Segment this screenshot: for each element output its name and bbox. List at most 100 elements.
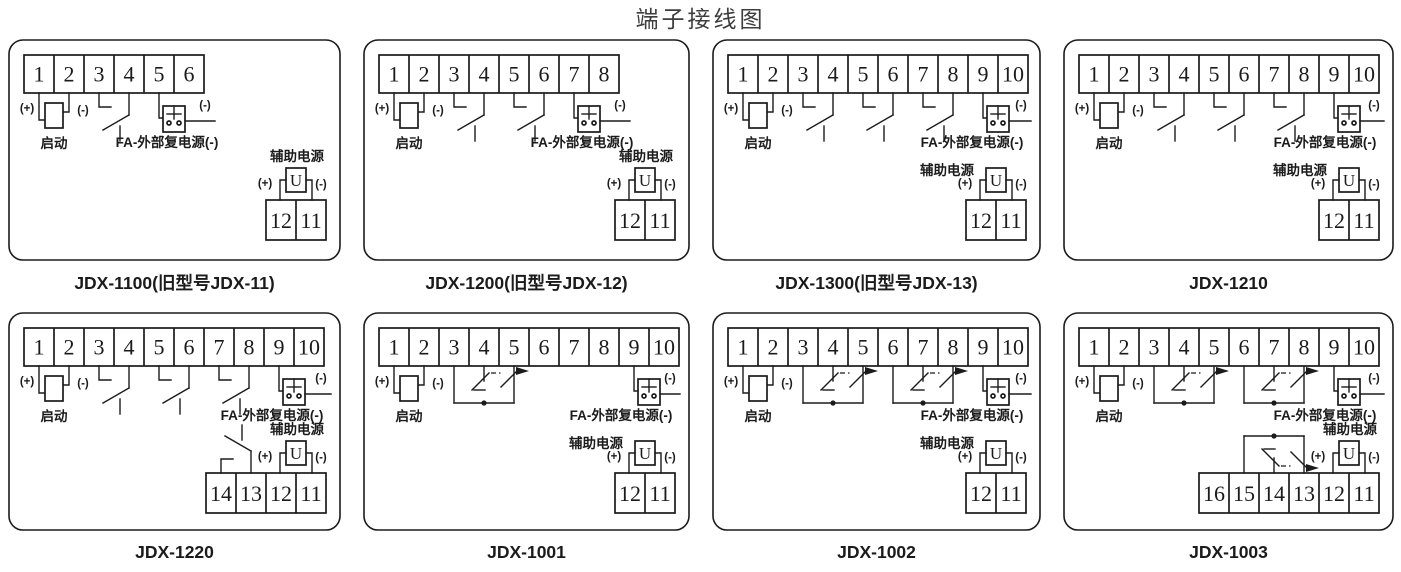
fa-contact-circle xyxy=(641,393,647,399)
wire xyxy=(38,365,46,394)
wire xyxy=(279,452,287,474)
contact-blade xyxy=(849,369,868,388)
contact-blade xyxy=(102,114,130,131)
terminal-number: 4 xyxy=(1179,62,1190,87)
wire xyxy=(98,365,112,381)
terminal-number: 10 xyxy=(653,335,675,360)
terminal-number: 12 xyxy=(970,208,992,233)
terminal-number: 5 xyxy=(154,335,165,360)
contact-blade xyxy=(1261,372,1280,391)
terminal-number: 12 xyxy=(970,481,992,506)
panel-title: JDX-1002 xyxy=(837,542,916,562)
terminal-number: 12 xyxy=(270,481,292,506)
panel-frame xyxy=(363,312,690,531)
fa-minus-label: (-) xyxy=(315,373,327,385)
fa-minus-label: (-) xyxy=(1015,373,1027,385)
start-label: 启动 xyxy=(1096,135,1124,151)
wire xyxy=(98,92,112,108)
wire xyxy=(766,365,774,386)
wire xyxy=(305,179,313,201)
contact-blade xyxy=(1290,369,1309,388)
wire xyxy=(1005,452,1013,474)
contact-blade xyxy=(1157,114,1185,131)
terminal-number: 2 xyxy=(64,62,75,87)
aux-plus-label: (+) xyxy=(958,451,973,463)
panel-title: JDX-1300(旧型号JDX-13) xyxy=(775,273,977,293)
no-contact xyxy=(98,92,130,142)
terminal-number: 5 xyxy=(509,62,520,87)
aux-power-label: 辅助电源 xyxy=(920,435,974,451)
fa-contact-circle xyxy=(1351,393,1357,399)
wire xyxy=(1333,365,1339,392)
fa-contact-circle xyxy=(286,393,292,399)
no-contact xyxy=(862,92,894,142)
start-minus-label: (-) xyxy=(432,378,444,390)
terminal-number: 5 xyxy=(858,335,869,360)
terminal-number: 6 xyxy=(1239,62,1250,87)
terminal-number: 7 xyxy=(1269,335,1280,360)
wire xyxy=(453,92,467,108)
terminal-number: 11 xyxy=(1353,208,1374,233)
panel-title: JDX-1210 xyxy=(1189,273,1268,293)
terminal-number: 8 xyxy=(244,335,255,360)
fa-contact-circle xyxy=(176,120,182,126)
motion-arrow-icon xyxy=(955,367,968,375)
wire xyxy=(158,365,172,381)
terminal-number: 12 xyxy=(619,481,641,506)
fa-reset-button: (-)FA-外部复电源(-) xyxy=(1274,365,1385,423)
terminal-number: 14 xyxy=(1263,481,1285,506)
terminal-number: 1 xyxy=(389,62,400,87)
panel-title: JDX-1001 xyxy=(487,542,566,562)
start-label: 启动 xyxy=(396,135,423,151)
start-label: 启动 xyxy=(396,408,423,424)
terminal-number: 6 xyxy=(888,62,899,87)
terminal-number: 10 xyxy=(1353,335,1375,360)
aux-plus-label: (+) xyxy=(1311,451,1326,463)
aux-u-label: U xyxy=(990,444,1002,463)
aux-plus-label: (+) xyxy=(958,178,973,190)
changeover-contact xyxy=(892,365,968,406)
contact-blade xyxy=(910,372,929,391)
terminal-number: 2 xyxy=(768,335,779,360)
terminal-number: 7 xyxy=(1269,62,1280,87)
fa-minus-label: (-) xyxy=(199,100,211,112)
terminal-number: 12 xyxy=(1323,208,1345,233)
terminal-number: 9 xyxy=(978,335,989,360)
fa-label: FA-外部复电源(-) xyxy=(921,407,1024,423)
terminal-number: 8 xyxy=(1299,335,1310,360)
terminal-number: 2 xyxy=(64,335,75,360)
wire xyxy=(628,452,636,474)
fa-contact-circle xyxy=(990,393,996,399)
fa-contact-circle xyxy=(990,120,996,126)
terminal-number: 4 xyxy=(828,335,839,360)
aux-minus-label: (-) xyxy=(664,179,676,191)
terminal-number: 8 xyxy=(599,62,610,87)
start-coil-box xyxy=(44,102,64,129)
fa-reset-button: (-)FA-外部复电源(-) xyxy=(921,92,1032,150)
terminal-number: 7 xyxy=(918,335,929,360)
aux-u-label: U xyxy=(639,444,651,463)
terminal-number: 8 xyxy=(1299,62,1310,87)
contact-blade xyxy=(102,387,130,404)
wire xyxy=(393,365,401,394)
wire xyxy=(654,179,662,201)
wire xyxy=(862,92,876,108)
aux-minus-label: (-) xyxy=(315,179,327,191)
aux-minus-label: (-) xyxy=(1015,452,1027,464)
terminal-number: 12 xyxy=(619,208,641,233)
aux-u-label: U xyxy=(990,171,1002,190)
fa-contact-circle xyxy=(1000,120,1006,126)
terminal-number: 7 xyxy=(569,335,580,360)
start-plus-label: (+) xyxy=(1075,376,1090,388)
wire xyxy=(1093,365,1101,394)
fa-minus-label: (-) xyxy=(1368,373,1380,385)
aux-plus-label: (+) xyxy=(258,451,273,463)
aux-power-label: 辅助电源 xyxy=(569,435,623,451)
wire xyxy=(573,92,579,119)
aux-power-label: 辅助电源 xyxy=(270,148,324,164)
changeover-contact xyxy=(1243,433,1319,474)
